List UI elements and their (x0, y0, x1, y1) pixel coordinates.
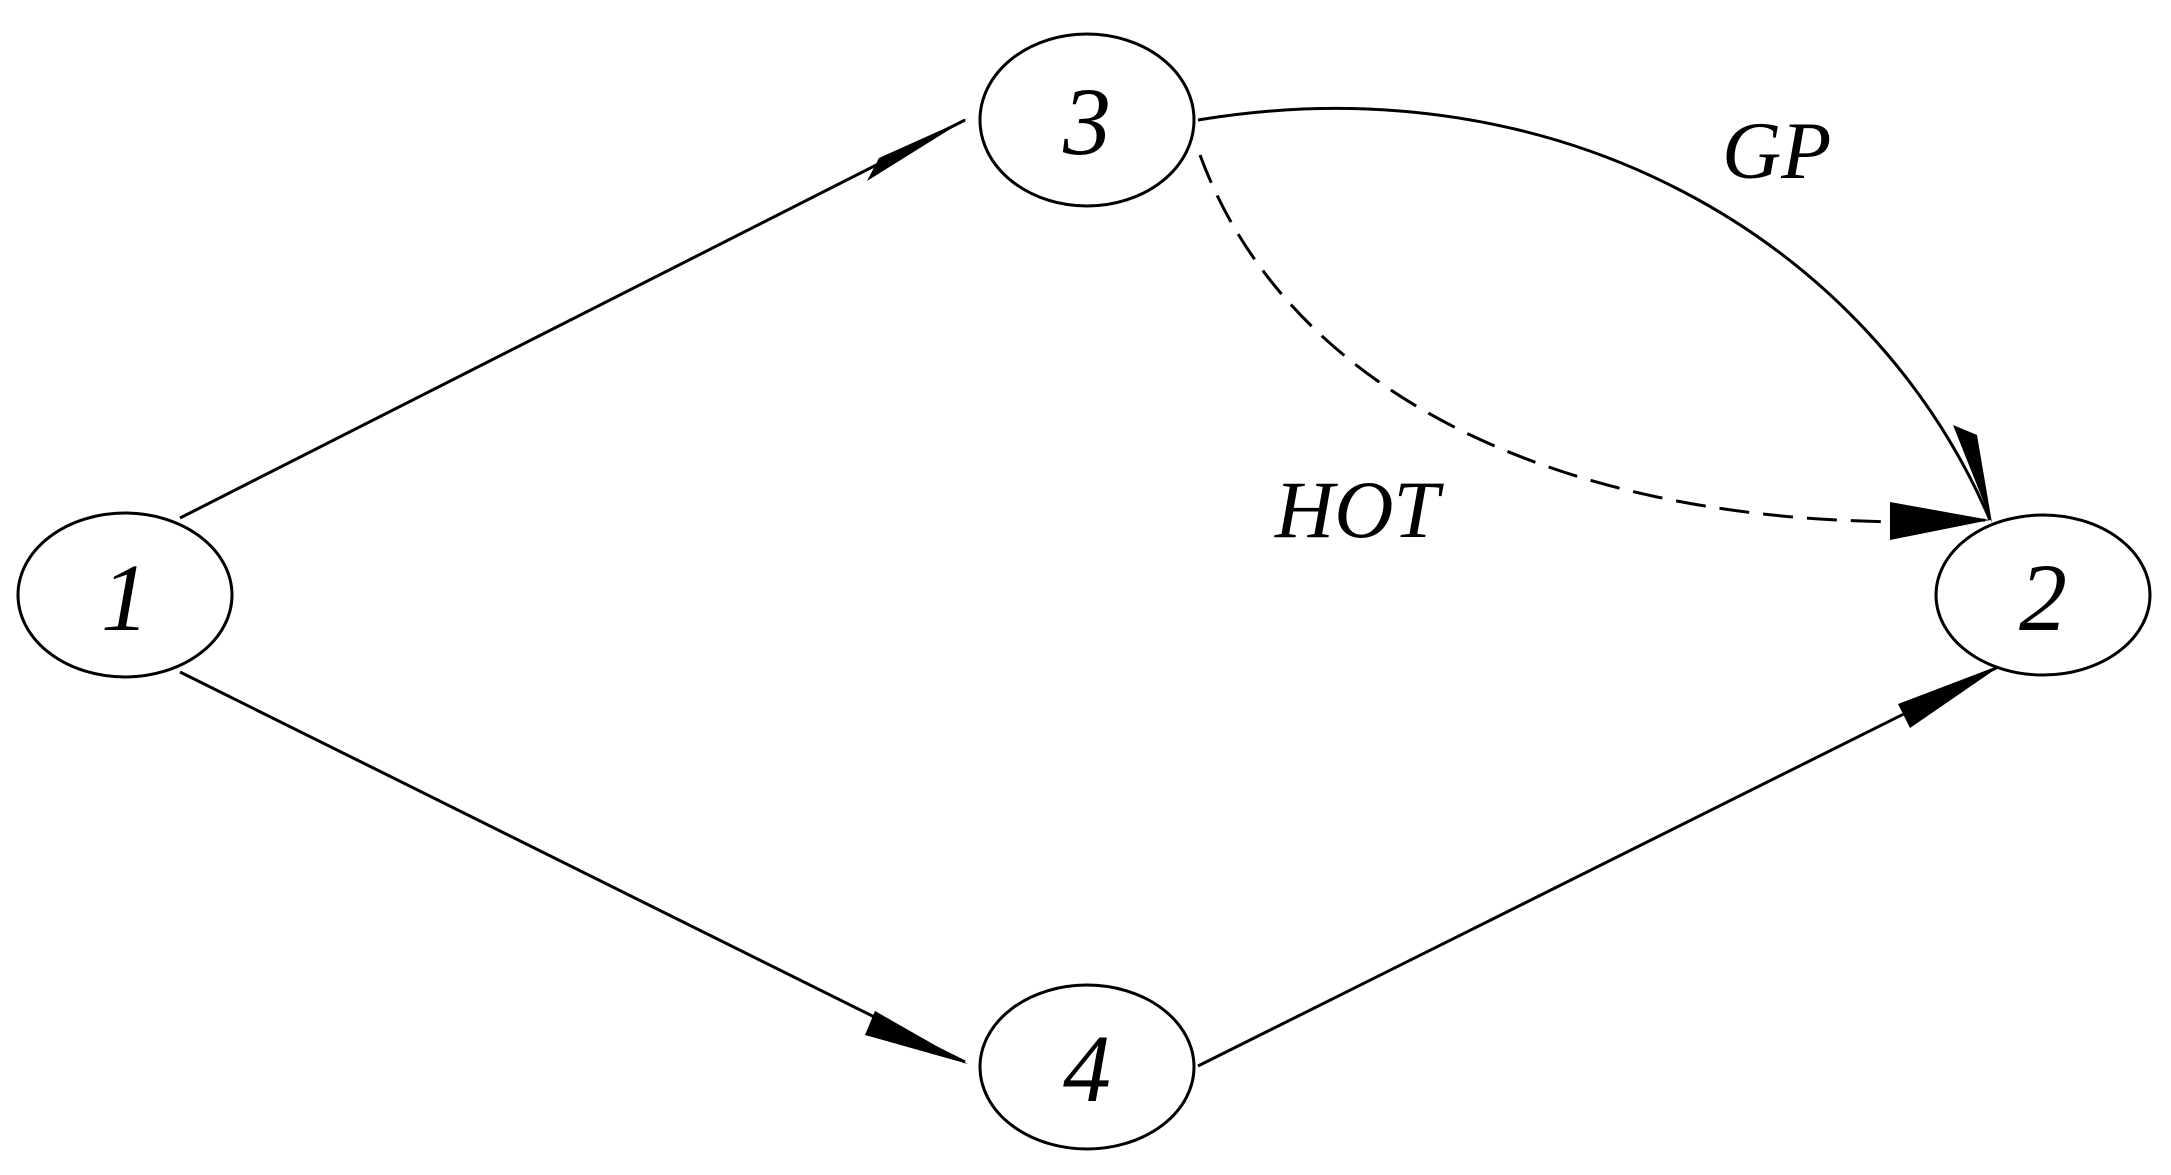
node-1: 1 (16, 511, 234, 679)
edge-3-to-2-hot (1198, 154, 1990, 540)
arrowhead (1953, 425, 1992, 523)
edge-4-to-2 (1197, 664, 2003, 1068)
edge-1-to-4 (179, 670, 968, 1064)
edge-3-to-2-gp (1197, 107, 1992, 523)
node-3: 3 (978, 32, 1196, 208)
arrowhead (867, 118, 968, 181)
edge-1-to-3 (179, 118, 968, 520)
arrowhead (1890, 502, 1990, 540)
node-2-label: 2 (2019, 544, 2067, 651)
node-4: 4 (978, 983, 1196, 1151)
node-2: 2 (1934, 513, 2152, 677)
node-4-label: 4 (1063, 1015, 1111, 1122)
edge-label-hot: HOT (1274, 464, 1444, 555)
edge-label-gp: GP (1722, 105, 1831, 196)
arrowhead (865, 1011, 968, 1064)
node-3-label: 3 (1062, 68, 1111, 175)
node-1-label: 1 (101, 544, 149, 651)
arrowhead (1898, 664, 2003, 728)
